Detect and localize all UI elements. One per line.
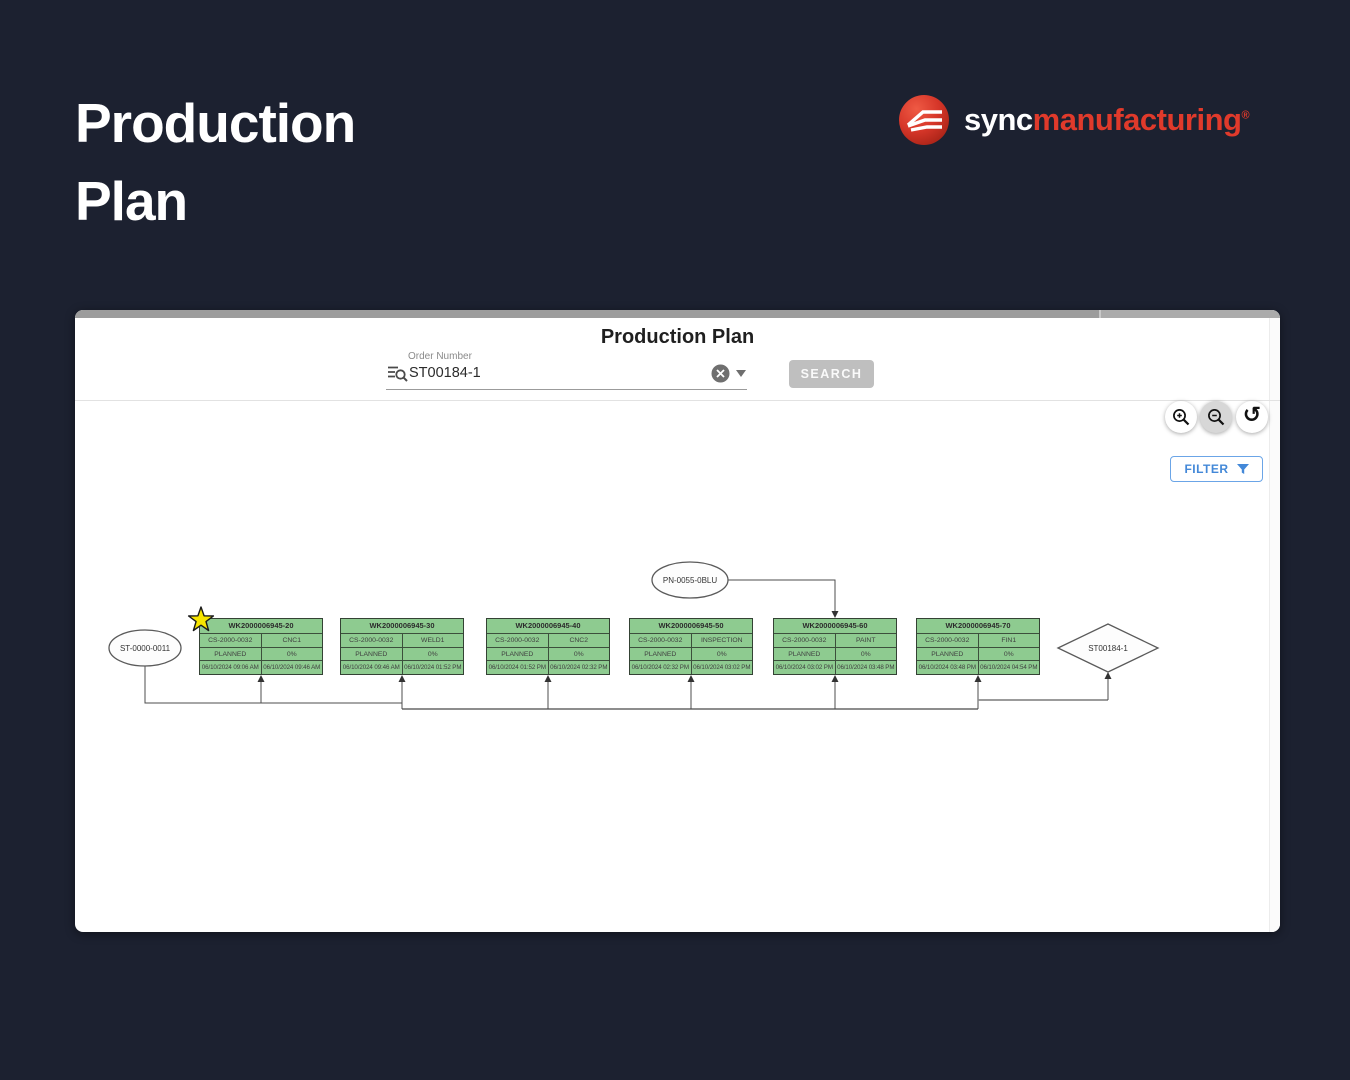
operation-status: PLANNED — [501, 650, 534, 658]
manage-search-icon — [386, 362, 408, 384]
operation-node-40[interactable]: WK2000006945-40 CS-2000-0032 CNC2 PLANNED… — [486, 618, 610, 675]
operation-progress: 0% — [834, 647, 897, 660]
brand-name-suffix: manufacturing — [1032, 102, 1242, 137]
operation-node-70[interactable]: WK2000006945-70 CS-2000-0032 FIN1 PLANNED… — [916, 618, 1040, 675]
sync-logo-icon — [899, 95, 949, 145]
operation-node-20[interactable]: WK2000006945-20 CS-2000-0032 CNC1 PLANNED… — [199, 618, 323, 675]
operation-start: 06/10/2024 09:46 AM — [342, 664, 400, 671]
operation-end: 06/10/2024 01:52 PM — [401, 661, 464, 674]
operation-status: PLANNED — [214, 650, 247, 658]
operation-status: PLANNED — [931, 650, 964, 658]
operation-id: WK2000006945-70 — [945, 621, 1011, 630]
order-number-input[interactable]: ST00184-1 — [409, 365, 481, 381]
operation-start: 06/10/2024 09:06 AM — [201, 664, 259, 671]
operation-end: 06/10/2024 03:02 PM — [690, 661, 753, 674]
arrow-into-box4 — [687, 675, 695, 682]
dropdown-caret-icon[interactable] — [736, 370, 746, 377]
operation-id: WK2000006945-20 — [228, 621, 294, 630]
arrow-into-box6 — [974, 675, 982, 682]
operation-resource: CNC1 — [260, 634, 323, 647]
operation-part: CS-2000-0032 — [349, 637, 394, 644]
filter-funnel-icon — [1236, 463, 1249, 474]
operation-progress: 0% — [260, 647, 323, 660]
edge-box-drops — [547, 677, 979, 709]
header-divider — [75, 400, 1280, 401]
brand-wordmark: syncmanufacturing® — [964, 102, 1250, 138]
operation-end: 06/10/2024 09:46 AM — [260, 661, 323, 674]
material-node[interactable]: PN-0055-0BLU — [651, 561, 729, 599]
rotate-ccw-icon: ↺ — [1242, 402, 1262, 428]
horizontal-scrollbar[interactable] — [75, 310, 1280, 318]
operation-resource: PAINT — [834, 634, 897, 647]
arrow-into-box1 — [257, 675, 265, 682]
zoom-in-button[interactable] — [1165, 401, 1197, 433]
clear-input-icon[interactable] — [711, 364, 730, 383]
operation-part: CS-2000-0032 — [495, 637, 540, 644]
operation-status: PLANNED — [788, 650, 821, 658]
operation-node-30[interactable]: WK2000006945-30 CS-2000-0032 WELD1 PLANNE… — [340, 618, 464, 675]
operation-resource: FIN1 — [977, 634, 1040, 647]
brand-name-prefix: sync — [964, 102, 1033, 137]
arrow-into-box5 — [831, 675, 839, 682]
operation-resource: WELD1 — [401, 634, 464, 647]
source-stock-label: ST-0000-0011 — [120, 644, 171, 653]
reset-view-button[interactable]: ↺ — [1236, 401, 1268, 433]
operation-part: CS-2000-0032 — [638, 637, 683, 644]
operation-end: 06/10/2024 02:32 PM — [547, 661, 610, 674]
operation-progress: 0% — [690, 647, 753, 660]
operation-end: 06/10/2024 04:54 PM — [977, 661, 1040, 674]
zoom-out-button[interactable] — [1200, 401, 1232, 433]
operation-progress: 0% — [401, 647, 464, 660]
arrow-into-box2 — [398, 675, 406, 682]
page-title: Production Plan — [75, 92, 356, 233]
material-label: PN-0055-0BLU — [663, 576, 717, 585]
arrow-into-order — [1104, 672, 1112, 679]
filter-button[interactable]: FILTER — [1170, 456, 1263, 482]
source-stock-node[interactable]: ST-0000-0011 — [108, 629, 182, 667]
arrow-into-box3 — [544, 675, 552, 682]
operation-status: PLANNED — [644, 650, 677, 658]
magnifier-plus-icon — [1172, 408, 1189, 425]
filter-button-label: FILTER — [1184, 462, 1229, 476]
horizontal-scrollbar-track[interactable] — [1101, 310, 1280, 318]
operation-node-60[interactable]: WK2000006945-60 CS-2000-0032 PAINT PLANNE… — [773, 618, 897, 675]
production-plan-panel: Production Plan Order Number ST00184-1 S… — [75, 310, 1280, 932]
operation-start: 06/10/2024 02:32 PM — [631, 664, 689, 671]
operation-part: CS-2000-0032 — [925, 637, 970, 644]
edge-material — [728, 579, 836, 615]
operation-start: 06/10/2024 03:02 PM — [775, 664, 833, 671]
operation-part: CS-2000-0032 — [782, 637, 827, 644]
operation-start: 06/10/2024 03:48 PM — [918, 664, 976, 671]
input-underline — [386, 389, 747, 390]
operation-id: WK2000006945-60 — [802, 621, 868, 630]
favorite-star-icon[interactable] — [186, 604, 216, 634]
search-button[interactable]: SEARCH — [789, 360, 874, 388]
horizontal-scrollbar-thumb[interactable] — [75, 310, 1099, 318]
operation-status: PLANNED — [355, 650, 388, 658]
operation-part: CS-2000-0032 — [208, 637, 253, 644]
operation-progress: 0% — [977, 647, 1040, 660]
operation-progress: 0% — [547, 647, 610, 660]
vertical-scrollbar[interactable] — [1269, 318, 1280, 932]
operation-id: WK2000006945-50 — [658, 621, 724, 630]
sales-order-label: ST00184-1 — [1088, 644, 1128, 653]
operation-end: 06/10/2024 03:48 PM — [834, 661, 897, 674]
operation-resource: INSPECTION — [690, 634, 753, 647]
registered-mark: ® — [1241, 109, 1250, 122]
operation-id: WK2000006945-30 — [369, 621, 435, 630]
operation-start: 06/10/2024 01:52 PM — [488, 664, 546, 671]
operation-node-50[interactable]: WK2000006945-50 CS-2000-0032 INSPECTION P… — [629, 618, 753, 675]
magnifier-minus-icon — [1207, 408, 1224, 425]
operation-resource: CNC2 — [547, 634, 610, 647]
arrow-into-box5-top — [831, 611, 839, 618]
order-number-label: Order Number — [408, 351, 472, 362]
operation-id: WK2000006945-40 — [515, 621, 581, 630]
sales-order-node[interactable]: ST00184-1 — [1056, 623, 1160, 673]
brand-logo: syncmanufacturing® — [898, 94, 1250, 146]
panel-title: Production Plan — [600, 326, 755, 348]
